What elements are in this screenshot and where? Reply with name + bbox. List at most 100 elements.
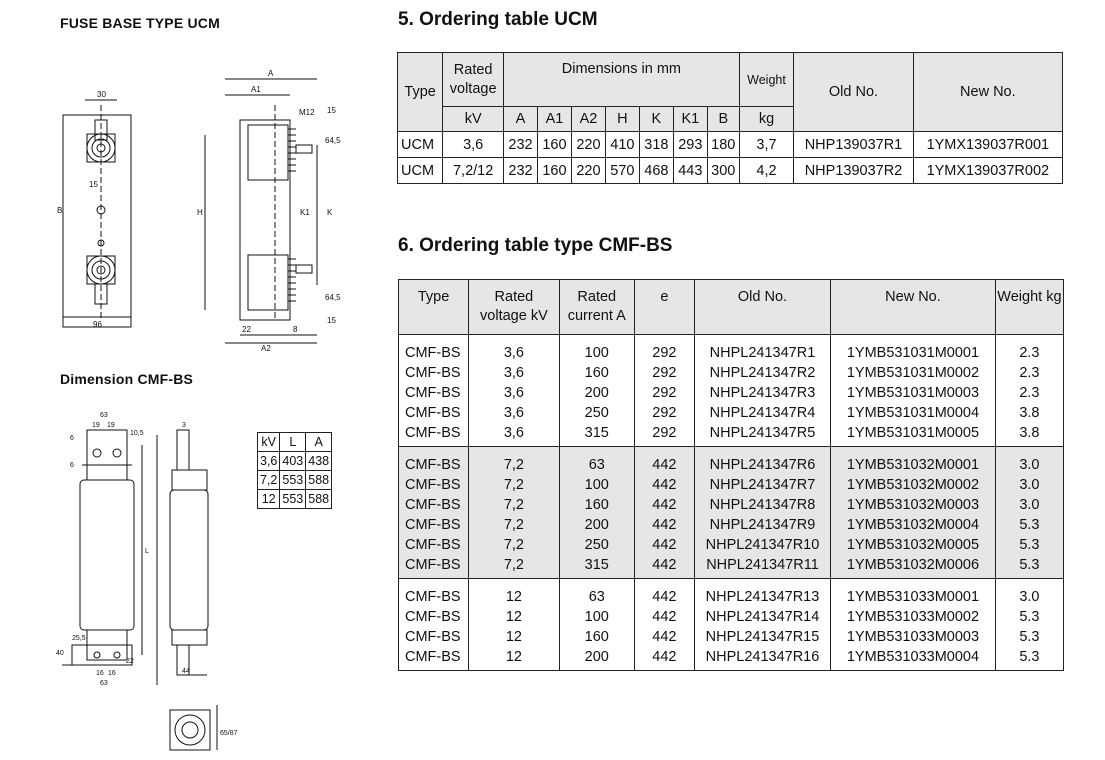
cell-value: 3,6	[503, 405, 524, 421]
cell-value: 5.3	[1019, 609, 1040, 625]
cell-value: CMF-BS	[405, 589, 461, 605]
cell-value: 1YMB531031M0003	[846, 385, 980, 401]
table-cell: 160	[536, 157, 572, 184]
cell-value: CMF-BS	[405, 385, 461, 401]
cell-value: 100	[584, 609, 609, 625]
cell-value: 442	[652, 589, 677, 605]
cell-value: 250	[584, 405, 609, 421]
cell-value: 200	[584, 649, 609, 665]
drawing-label: 64,5	[325, 293, 341, 302]
table-cell: UCM	[396, 131, 444, 158]
cell-value: NHPL241347R13	[705, 589, 820, 605]
cell-value: NHPL241347R4	[709, 405, 816, 421]
drawing-label: 64,5	[325, 136, 341, 145]
cell-value: 3,6	[503, 345, 524, 361]
table-cell: 1YMX139037R002	[912, 157, 1064, 184]
cell-value: 1YMB531033M0002	[846, 609, 980, 625]
cell-value: 292	[652, 425, 677, 441]
cell-value: 5.3	[1019, 557, 1040, 573]
cell-value: 2.3	[1019, 385, 1040, 401]
table-cell: 160	[536, 131, 572, 158]
table-cell: 410	[604, 131, 640, 158]
table-cell: 318	[638, 131, 674, 158]
cell-value: 442	[652, 457, 677, 473]
cell-value: CMF-BS	[405, 609, 461, 625]
table-row: UCM 7,2/12 232 160 220 570 468 443 300 4…	[396, 157, 1064, 184]
ucm-table-title: 5. Ordering table UCM	[398, 9, 598, 30]
cell-value: NHPL241347R8	[709, 497, 816, 513]
drawing-label: A2	[261, 344, 271, 353]
cell-value: 1YMB531032M0005	[846, 537, 980, 553]
cell-value: 1YMB531033M0003	[846, 629, 980, 645]
cell-value: 292	[652, 365, 677, 381]
cell-value: 7,2	[503, 457, 524, 473]
cell-value: 3.8	[1019, 425, 1040, 441]
cell-value: 442	[652, 649, 677, 665]
cell-value: 1YMB531032M0001	[846, 457, 980, 473]
table-cell: 232	[503, 131, 538, 158]
table-cell: 220	[570, 131, 606, 158]
cell-value: 2.3	[1019, 345, 1040, 361]
cell-value: CMF-BS	[405, 537, 461, 553]
cmf-header-rated-voltage: Rated voltage kV	[468, 279, 560, 335]
cell-value: NHPL241347R3	[709, 385, 816, 401]
drawing-label: 15	[89, 180, 98, 189]
ucm-unit: K	[638, 106, 674, 132]
ucm-unit: A1	[536, 106, 572, 132]
cell-value: 7,2	[503, 537, 524, 553]
cmf-header-weight: Weight kg	[994, 279, 1065, 335]
ucm-header-old-no: Old No.	[793, 52, 914, 132]
ucm-unit: A	[503, 106, 538, 132]
drawing-label: 3	[182, 422, 186, 429]
drawing-label: 15	[327, 106, 336, 115]
drawing-label: 16	[96, 670, 104, 677]
cell-value: 200	[584, 517, 609, 533]
cell-value: 3,6	[503, 425, 524, 441]
cell-value: 1YMB531033M0004	[846, 649, 980, 665]
cell-value: 12	[505, 649, 522, 665]
table-cell: 300	[706, 157, 740, 184]
mini-cell: 588	[305, 489, 333, 509]
table-cell: NHP139037R1	[793, 131, 914, 158]
ucm-unit: K1	[672, 106, 708, 132]
ucm-unit: H	[604, 106, 640, 132]
mini-cell: 3,6	[256, 451, 281, 471]
cell-value: 292	[652, 385, 677, 401]
cell-value: 315	[584, 557, 609, 573]
mini-cell: 403	[279, 451, 307, 471]
drawing-label: 25,5	[72, 635, 86, 642]
drawing-label: B	[57, 206, 62, 215]
cell-value: 7,2	[503, 557, 524, 573]
drawing-label: M12	[299, 108, 315, 117]
cell-value: 100	[584, 477, 609, 493]
cell-value: 12	[505, 609, 522, 625]
cell-value: NHPL241347R11	[706, 557, 819, 573]
drawing-label: 15	[327, 316, 336, 325]
table-cell: 3,7	[738, 131, 795, 158]
cell-value: 1YMB531031M0004	[846, 405, 980, 421]
ucm-unit: kV	[442, 106, 505, 132]
table-row: UCM 3,6 232 160 220 410 318 293 180 3,7 …	[396, 131, 1064, 158]
fuse-base-title: FUSE BASE TYPE UCM	[60, 15, 220, 31]
cell-value: 5.3	[1019, 629, 1040, 645]
cell-value: 63	[588, 589, 605, 605]
cell-value: 63	[588, 457, 605, 473]
table-cell: 7,2/12	[442, 157, 505, 184]
cell-value: 442	[652, 517, 677, 533]
mini-header: A	[305, 432, 333, 452]
drawing-label: A	[268, 69, 274, 78]
cmf-header-type: Type	[397, 279, 470, 335]
drawing-label: L	[145, 548, 149, 555]
